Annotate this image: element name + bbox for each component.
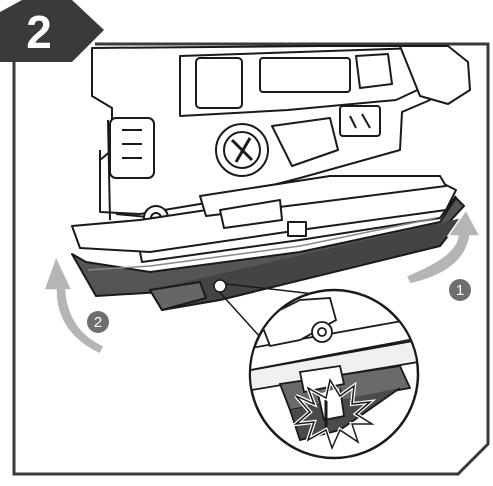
base-plate [71, 175, 457, 263]
badge-1-label: 1 [456, 282, 464, 299]
step-tab [0, 0, 104, 62]
badge-1: 1 [449, 279, 471, 301]
figure-frame [12, 42, 490, 476]
arrow-2-shape [42, 254, 106, 355]
zoom-detail [248, 288, 420, 460]
badge-2: 2 [87, 311, 109, 333]
badge-2-label: 2 [94, 314, 102, 331]
step-label: 2 [0, 0, 110, 64]
jigsaw-body [91, 45, 471, 242]
arrow-1-shape [404, 208, 482, 285]
step-number: 2 [26, 6, 52, 58]
